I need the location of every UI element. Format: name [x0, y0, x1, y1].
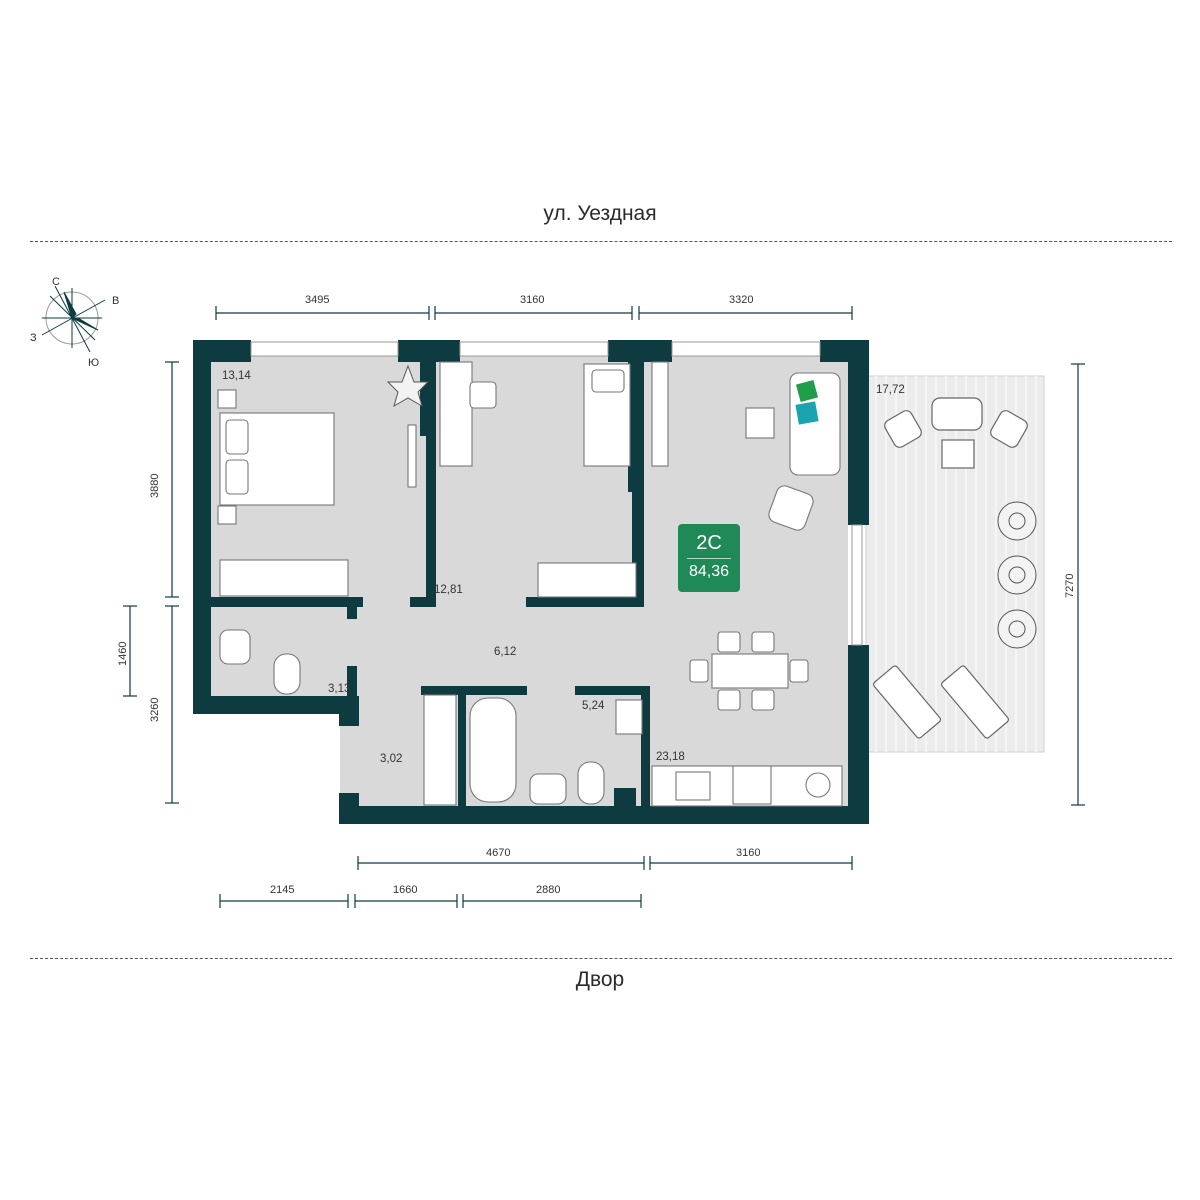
cushion-icon: [795, 379, 819, 403]
dim-right-1: 7270: [1064, 574, 1076, 598]
compass-icon: [41, 285, 106, 353]
area-bath: 5,24: [582, 700, 605, 712]
dim-bottom-4: 1660: [393, 884, 417, 896]
dim-top-2: 3160: [520, 294, 544, 306]
dim-top-1: 3495: [305, 294, 329, 306]
street-top-label: ул. Уездная: [543, 202, 657, 225]
area-living: 23,18: [656, 751, 685, 763]
cushion-icon-2: [795, 401, 819, 425]
dim-bottom-5: 2880: [536, 884, 560, 896]
area-corridor: 6,12: [494, 646, 516, 658]
apartment-badge: 2С 84,36: [678, 524, 740, 592]
compass-s: Ю: [88, 357, 99, 369]
compass-e: В: [112, 295, 119, 307]
badge-divider: [687, 558, 731, 559]
plant-icon: [997, 501, 1037, 649]
dim-top-3: 3320: [729, 294, 753, 306]
compass-n: С: [52, 276, 60, 288]
apartment-type: 2С: [696, 532, 722, 554]
windows: [250, 341, 863, 646]
furniture: [217, 361, 843, 807]
dimension-lines: [123, 306, 1085, 908]
area-terrace: 17,72: [876, 384, 905, 396]
dim-bottom-1: 4670: [486, 847, 510, 859]
area-bedroom2: 12,81: [434, 584, 463, 596]
dim-left-1: 3880: [149, 474, 161, 498]
terrace-furniture: [872, 397, 1028, 739]
dim-left-2: 1460: [117, 642, 129, 666]
area-bedroom1: 13,14: [222, 370, 251, 382]
dim-bottom-3: 2145: [270, 884, 294, 896]
dim-left-3: 3260: [149, 698, 161, 722]
area-hall: 3,02: [380, 753, 402, 765]
area-bath-small: 3,13: [328, 683, 350, 695]
street-top-line: [30, 241, 1172, 242]
plant-icon-bedroom: [386, 364, 430, 408]
apartment-total-area: 84,36: [688, 563, 730, 580]
dim-bottom-2: 3160: [736, 847, 760, 859]
street-bottom-line: [30, 958, 1172, 959]
compass-w: З: [30, 332, 37, 344]
street-bottom-label: Двор: [575, 968, 625, 991]
walls: [193, 340, 869, 824]
